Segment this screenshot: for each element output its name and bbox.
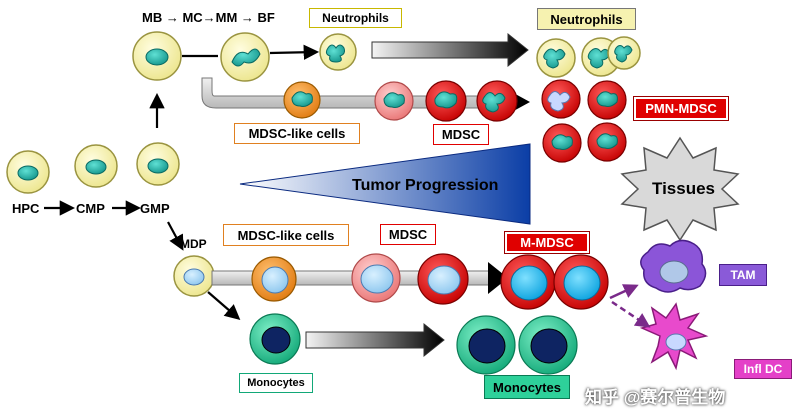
neutrophils-top-box: Neutrophils [309,8,402,28]
monocytes-right-box: Monocytes [484,375,570,399]
monocytes-right [456,315,578,375]
m-mdsc-to-tam-arrow [609,284,639,300]
mdsc-like-top-box: MDSC-like cells [234,123,360,144]
monocytes-left-box: Monocytes [239,373,313,393]
cmp-label: CMP [76,201,105,216]
mdsc-like-cell-top [283,81,321,119]
mdsc-like-cell-bottom [251,256,297,302]
monocyte-maturation-arrow [305,322,445,358]
bf-cell [319,33,357,71]
mdsc-top-box: MDSC [433,124,489,145]
mdp-cell [173,255,215,297]
lineage-arrows [44,44,320,321]
gmp-label: GMP [140,201,170,216]
tissues-label: Tissues [652,179,716,198]
neutrophil-maturation-arrow [371,32,529,68]
mdsc-cell-top-red-1 [425,80,467,122]
m-mdsc-pathway-arrowhead [488,262,508,294]
gmp-cell [136,142,180,186]
pmn-mdsc-cluster [541,79,627,163]
mdsc-cell-bottom-red [417,253,469,305]
hpc-label: HPC [12,201,40,216]
infl-dc-nucleus [665,333,687,351]
mb-cell [132,31,182,81]
tumor-progression-wedge [239,143,531,225]
m-mdsc-cells [500,254,609,310]
m-mdsc-to-dc-arrow [611,300,651,328]
tam-nucleus [659,260,689,284]
infl-dc-box: Infl DC [734,359,792,379]
pmn-mdsc-box: PMN-MDSC [634,97,728,120]
mdsc-cell-top-red-2 [476,80,518,122]
m-mdsc-box: M-MDSC [505,232,589,253]
neutrophils-right-box: Neutrophils [537,8,636,30]
mdsc-cell-bottom-pink [351,253,401,303]
mdp-label: MDP [180,237,207,251]
neutrophil-cluster [536,36,641,78]
mm-cell [220,32,270,82]
tumor-progression-label: Tumor Progression [352,177,499,194]
mdsc-like-bottom-box: MDSC-like cells [223,224,349,246]
cmp-cell [74,144,118,188]
maturation-sequence-label: MB → MC→MM → BF [142,10,275,25]
watermark: 知乎 @赛尔普生物 [585,388,726,407]
hpc-cell [6,150,50,194]
mdsc-bottom-box: MDSC [380,224,436,245]
monocyte-left [249,313,301,365]
mdsc-cell-top-pink [374,81,414,121]
tam-box: TAM [719,264,767,286]
